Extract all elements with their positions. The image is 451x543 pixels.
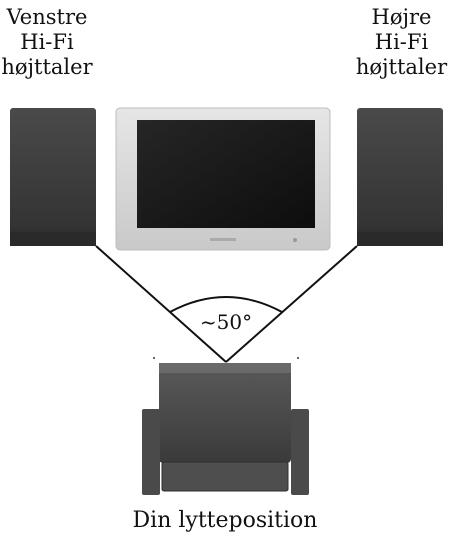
- tv-icon: [115, 107, 331, 251]
- right-speaker-label: Højre Hi-Fi højttaler: [352, 5, 451, 80]
- right-speaker-label-line-1: Højre: [371, 5, 432, 29]
- left-speaker-label-line-3: højttaler: [1, 55, 93, 79]
- armchair-icon: [142, 357, 309, 495]
- angle-arc: [169, 296, 283, 313]
- angle-label: ~50°: [199, 310, 253, 334]
- left-speaker-label-line-1: Venstre: [6, 5, 88, 29]
- right-speaker-label-line-2: Hi-Fi: [374, 30, 429, 54]
- left-speaker-label-line-2: Hi-Fi: [20, 30, 74, 54]
- listening-angle-lines: [95, 245, 358, 363]
- left-speaker-icon: [10, 108, 96, 246]
- left-speaker-label: Venstre Hi-Fi højttaler: [0, 5, 94, 80]
- right-speaker-label-line-3: højttaler: [355, 55, 448, 79]
- right-speaker-icon: [357, 108, 443, 246]
- listening-position-label: Din lytteposition: [132, 508, 318, 533]
